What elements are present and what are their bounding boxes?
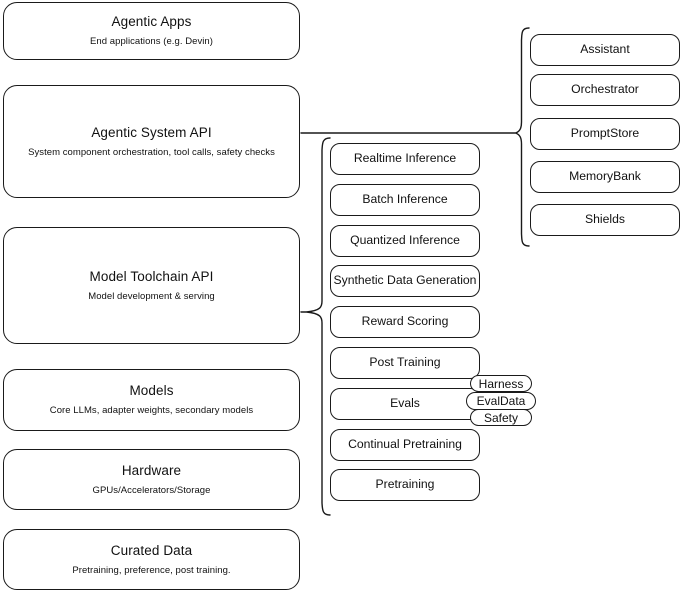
layer-subtitle: Core LLMs, adapter weights, secondary mo… bbox=[49, 405, 254, 416]
layer-title: Models bbox=[129, 383, 174, 399]
eval-tag-safety[interactable]: Safety bbox=[470, 409, 532, 426]
toolchain-item-label: Batch Inference bbox=[362, 192, 448, 207]
system-item-memorybank[interactable]: MemoryBank bbox=[530, 161, 680, 193]
system-item-label: MemoryBank bbox=[569, 169, 641, 184]
toolchain-item-synthetic-data-generation[interactable]: Synthetic Data Generation bbox=[330, 265, 480, 297]
toolchain-item-label: Pretraining bbox=[375, 477, 435, 492]
toolchain-item-realtime-inference[interactable]: Realtime Inference bbox=[330, 143, 480, 175]
layer-title: Agentic Apps bbox=[111, 14, 192, 30]
toolchain-item-reward-scoring[interactable]: Reward Scoring bbox=[330, 306, 480, 338]
layer-agentic-system-api[interactable]: Agentic System API System component orch… bbox=[3, 85, 300, 198]
layer-subtitle: GPUs/Accelerators/Storage bbox=[92, 484, 211, 496]
toolchain-item-continual-pretraining[interactable]: Continual Pretraining bbox=[330, 429, 480, 461]
toolchain-item-label: Post Training bbox=[369, 355, 441, 370]
eval-tag-evaldata[interactable]: EvalData bbox=[466, 392, 536, 410]
toolchain-item-label: Realtime Inference bbox=[353, 151, 457, 166]
layer-title: Hardware bbox=[121, 462, 182, 478]
layer-models[interactable]: Models Core LLMs, adapter weights, secon… bbox=[3, 369, 300, 431]
toolchain-item-label: Evals bbox=[390, 396, 420, 411]
layer-subtitle: End applications (e.g. Devin) bbox=[90, 36, 213, 47]
system-item-label: PromptStore bbox=[570, 126, 640, 141]
toolchain-item-evals[interactable]: Evals bbox=[330, 388, 480, 420]
layer-curated-data[interactable]: Curated Data Pretraining, preference, po… bbox=[3, 529, 300, 590]
toolchain-item-label: Quantized Inference bbox=[350, 233, 460, 248]
eval-tag-label: Safety bbox=[483, 410, 519, 425]
layer-title: Model Toolchain API bbox=[89, 268, 214, 284]
layer-subtitle: Model development & serving bbox=[88, 290, 215, 302]
toolchain-item-label: Synthetic Data Generation bbox=[333, 273, 477, 288]
system-item-label: Orchestrator bbox=[571, 82, 639, 97]
eval-tag-label: EvalData bbox=[476, 394, 526, 408]
system-item-label: Assistant bbox=[580, 42, 630, 57]
system-item-shields[interactable]: Shields bbox=[530, 204, 680, 236]
layer-subtitle: System component orchestration, tool cal… bbox=[28, 146, 275, 158]
toolchain-item-batch-inference[interactable]: Batch Inference bbox=[330, 184, 480, 216]
toolchain-item-post-training[interactable]: Post Training bbox=[330, 347, 480, 379]
layer-hardware[interactable]: Hardware GPUs/Accelerators/Storage bbox=[3, 449, 300, 510]
layer-title: Curated Data bbox=[110, 542, 193, 558]
system-components-bracket bbox=[514, 27, 530, 247]
layer-title: Agentic System API bbox=[91, 124, 212, 140]
toolchain-capabilities-bracket bbox=[305, 137, 331, 516]
layer-model-toolchain-api[interactable]: Model Toolchain API Model development & … bbox=[3, 227, 300, 344]
eval-tag-label: Harness bbox=[478, 376, 524, 391]
system-item-promptstore[interactable]: PromptStore bbox=[530, 118, 680, 150]
system-item-assistant[interactable]: Assistant bbox=[530, 34, 680, 66]
toolchain-item-pretraining[interactable]: Pretraining bbox=[330, 469, 480, 501]
toolchain-item-quantized-inference[interactable]: Quantized Inference bbox=[330, 225, 480, 257]
toolchain-item-label: Reward Scoring bbox=[361, 314, 449, 329]
system-item-orchestrator[interactable]: Orchestrator bbox=[530, 74, 680, 106]
layer-subtitle: Pretraining, preference, post training. bbox=[72, 564, 231, 576]
system-item-label: Shields bbox=[585, 212, 625, 227]
layer-agentic-apps[interactable]: Agentic Apps End applications (e.g. Devi… bbox=[3, 2, 300, 60]
toolchain-item-label: Continual Pretraining bbox=[348, 437, 462, 452]
eval-tag-harness[interactable]: Harness bbox=[470, 375, 532, 392]
